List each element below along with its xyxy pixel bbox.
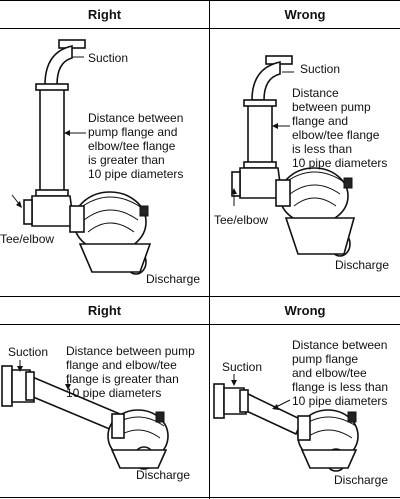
header-divider-bottom <box>0 324 400 325</box>
note-line-4: 10 pipe diameters <box>66 386 162 400</box>
panel-header: Wrong <box>284 302 326 318</box>
top-border <box>0 0 400 1</box>
note-line-5: 10 pipe diameters <box>292 394 388 408</box>
note-line-2: between pump <box>292 100 371 114</box>
panel-header: Right <box>87 6 122 22</box>
panel-header: Wrong <box>284 6 326 22</box>
discharge-label: Discharge <box>335 258 390 272</box>
note-line-3: elbow/tee flange <box>88 139 176 153</box>
note-line-2: pump flange <box>292 352 359 366</box>
discharge-label: Discharge <box>136 468 191 482</box>
suction-label: Suction <box>300 62 341 76</box>
pump-diagram-long-vertical <box>11 39 152 275</box>
vertical-divider-bottom <box>209 296 210 499</box>
tee-elbow-label: Tee/elbow <box>214 213 269 227</box>
note-line-4: elbow/tee flange <box>292 128 380 142</box>
panel-right-vertical: Right Suction Distance between pump flan… <box>0 0 209 296</box>
discharge-label: Discharge <box>334 473 389 487</box>
header-divider-top <box>0 28 400 29</box>
bottom-border <box>0 497 400 498</box>
note-line-3: and elbow/tee <box>292 366 367 380</box>
note-line-3: flange and <box>292 114 349 128</box>
pump-diagram-short-vertical <box>231 55 356 257</box>
panel-right-horizontal: Right Suction Distance between pump flan… <box>0 296 209 498</box>
note-line-1: Distance <box>292 86 339 100</box>
pump-diagram-long-horizontal <box>1 360 169 470</box>
panel-header: Right <box>87 302 122 318</box>
panel-wrong-horizontal: Wrong Suction Distance between pump flan… <box>210 296 400 498</box>
tee-elbow-label: Tee/elbow <box>0 232 55 246</box>
panel-wrong-vertical: Wrong Suction Distance between pump flan… <box>210 0 400 296</box>
note-line-5: is less than <box>292 142 353 156</box>
suction-label: Suction <box>88 51 129 65</box>
note-line-2: pump flange and <box>88 125 178 139</box>
pump-diagram-short-horizontal <box>213 374 359 472</box>
note-line-1: Distance between <box>292 338 388 352</box>
note-line-5: 10 pipe diameters <box>88 167 184 181</box>
note-line-1: Distance between pump <box>66 344 195 358</box>
suction-label: Suction <box>222 360 263 374</box>
note-line-1: Distance between <box>88 111 184 125</box>
horizontal-divider-middle <box>0 296 400 297</box>
note-line-3: flange is greater than <box>66 372 179 386</box>
suction-label: Suction <box>8 345 49 359</box>
discharge-label: Discharge <box>146 272 201 286</box>
note-line-4: flange is less than <box>292 380 389 394</box>
vertical-divider-top <box>209 0 210 296</box>
note-line-2: flange and elbow/tee <box>66 358 177 372</box>
note-line-6: 10 pipe diameters <box>292 156 388 170</box>
note-line-4: is greater than <box>88 153 165 167</box>
